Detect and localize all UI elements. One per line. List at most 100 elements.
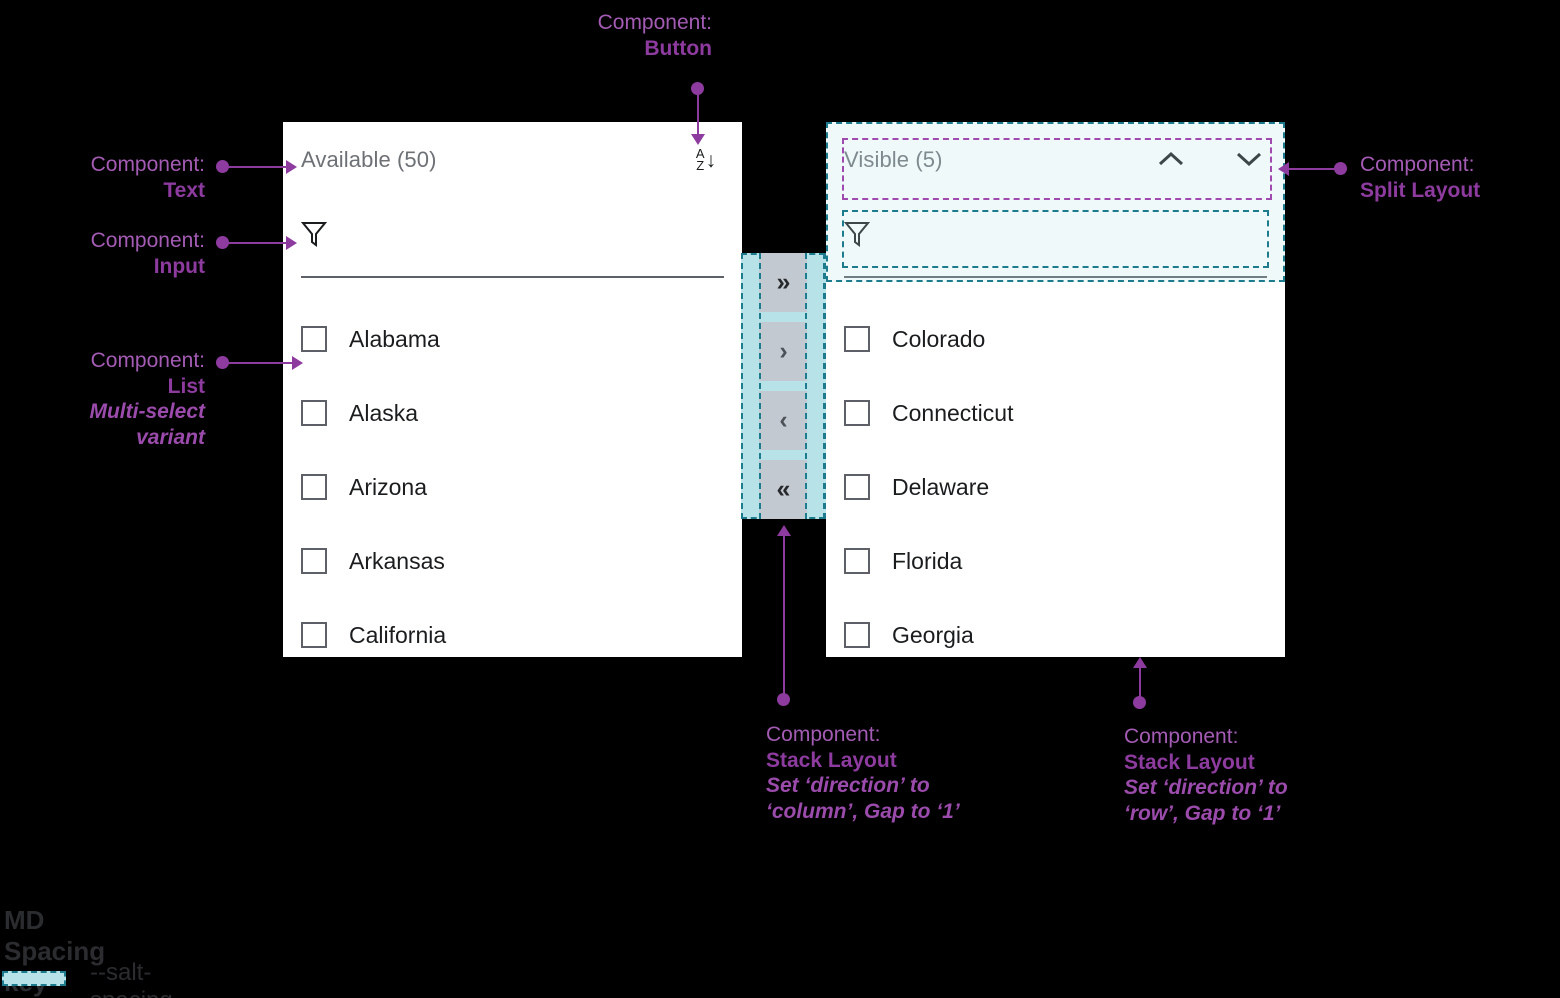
checkbox-unchecked-icon[interactable] <box>844 326 870 352</box>
chevron-up-icon <box>1156 149 1186 172</box>
annotation-stack-row-dot <box>1133 696 1146 709</box>
annotation-stack-col-line <box>783 536 785 696</box>
list-item-label: Arizona <box>349 473 427 500</box>
sort-az-icon: A Z ↓ <box>695 146 717 173</box>
list-item-label: Georgia <box>892 621 974 648</box>
annotation-stack-row-note2: ‘row’, Gap to ‘1’ <box>1124 801 1281 825</box>
annotation-text: Component: Text <box>0 152 205 203</box>
annotation-input-line <box>222 242 288 244</box>
annotation-split-layout: Component: Split Layout <box>1360 152 1560 203</box>
annotation-stack-col-note1: Set ‘direction’ to <box>766 774 930 798</box>
annotation-stack-col-dot <box>777 693 790 706</box>
list-item[interactable]: Connecticut <box>844 376 1267 450</box>
split-layout-outline <box>826 122 1285 282</box>
split-layout-header-outline <box>842 138 1272 200</box>
checkbox-unchecked-icon[interactable] <box>844 400 870 426</box>
spacing-key-swatch <box>2 971 66 986</box>
annotation-button-title: Button <box>644 36 712 60</box>
annotation-list-note2: variant <box>136 425 205 449</box>
checkbox-unchecked-icon[interactable] <box>301 326 327 352</box>
annotation-list-arrowhead <box>292 356 303 370</box>
visible-filter-underline <box>844 276 1267 278</box>
filter-funnel-icon <box>843 220 871 253</box>
checkbox-unchecked-icon[interactable] <box>844 548 870 574</box>
list-item[interactable]: Georgia <box>844 598 1267 672</box>
annotation-stack-row: Component: Stack Layout Set ‘direction’ … <box>1124 724 1454 826</box>
sort-az-button[interactable]: A Z ↓ <box>686 140 726 180</box>
annotation-button-line <box>697 88 699 140</box>
move-left-button[interactable]: ‹ <box>759 391 807 450</box>
annotation-input: Component: Input <box>0 228 205 279</box>
list-item-label: Alaska <box>349 399 419 426</box>
annotation-list-lead: Component: <box>90 349 205 372</box>
available-panel-title: Available (50) <box>301 147 437 172</box>
checkbox-unchecked-icon[interactable] <box>301 548 327 574</box>
visible-header-actions <box>1151 140 1269 180</box>
list-item[interactable]: Florida <box>844 524 1267 598</box>
visible-panel-title: Visible (5) <box>844 147 943 172</box>
list-item[interactable]: Delaware <box>844 450 1267 524</box>
annotation-stack-row-line <box>1139 668 1141 700</box>
checkbox-unchecked-icon[interactable] <box>301 474 327 500</box>
checkbox-unchecked-icon[interactable] <box>844 622 870 648</box>
annotation-list-title: List <box>167 374 205 398</box>
list-item[interactable]: Alaska <box>301 376 724 450</box>
sort-letter-bottom: Z <box>696 158 705 173</box>
move-all-right-button[interactable]: » <box>759 253 807 312</box>
sort-letter-top: A <box>695 146 705 161</box>
checkbox-unchecked-icon[interactable] <box>844 474 870 500</box>
checkbox-unchecked-icon[interactable] <box>301 400 327 426</box>
list-item[interactable]: Arizona <box>301 450 724 524</box>
annotation-list: Component: List Multi-select variant <box>0 348 205 450</box>
list-item[interactable]: Arkansas <box>301 524 724 598</box>
checkbox-unchecked-icon[interactable] <box>301 622 327 648</box>
annotation-split-lead: Component: <box>1360 153 1475 176</box>
annotation-button-arrowhead <box>691 134 705 145</box>
list-item[interactable]: Colorado <box>844 302 1267 376</box>
list-item-label: Delaware <box>892 473 990 500</box>
move-down-button[interactable] <box>1229 140 1269 180</box>
annotation-input-title: Input <box>153 254 205 278</box>
move-all-left-button[interactable]: « <box>759 460 807 519</box>
list-item[interactable]: California <box>301 598 724 672</box>
list-item-label: Alabama <box>349 325 440 352</box>
annotation-text-arrowhead <box>286 160 297 174</box>
list-item-label: Arkansas <box>349 547 445 574</box>
annotation-stack-row-arrowhead <box>1133 657 1147 668</box>
transfer-stack-dashed-edges <box>759 253 807 519</box>
annotation-button-lead: Component: <box>597 11 712 34</box>
available-header-actions: A Z ↓ <box>686 140 726 180</box>
list-item-label: Connecticut <box>892 399 1014 426</box>
list-item[interactable]: Alabama <box>301 302 724 376</box>
annotation-text-title: Text <box>163 178 205 202</box>
list-item-label: Colorado <box>892 325 986 352</box>
annotation-split-line <box>1288 168 1336 170</box>
annotation-text-lead: Component: <box>90 153 205 176</box>
spacing-key-token-label: --salt-spacing-100 <box>90 959 181 998</box>
move-up-button[interactable] <box>1151 140 1191 180</box>
annotation-stack-column: Component: Stack Layout Set ‘direction’ … <box>766 722 1086 824</box>
annotation-input-lead: Component: <box>90 229 205 252</box>
visible-filter-input[interactable] <box>843 212 1267 278</box>
annotation-stack-row-title: Stack Layout <box>1124 750 1255 774</box>
sort-arrow-down-icon: ↓ <box>705 148 717 172</box>
annotation-stack-col-arrowhead <box>777 525 791 536</box>
transfer-button-stack: » › ‹ « <box>759 253 807 519</box>
move-right-button[interactable]: › <box>759 322 807 381</box>
available-filter-input[interactable] <box>300 212 724 278</box>
annotation-stack-row-note1: Set ‘direction’ to <box>1124 776 1288 800</box>
annotation-stack-col-note2: ‘column’, Gap to ‘1’ <box>766 799 960 823</box>
visible-panel-header: Visible (5) <box>826 122 1285 198</box>
transfer-button-column: » › ‹ « <box>741 253 825 519</box>
spacing-band-dashed-edge <box>824 253 826 519</box>
available-panel: Available (50) A Z ↓ <box>283 122 742 657</box>
annotation-stack-col-title: Stack Layout <box>766 748 897 772</box>
annotation-button: Component: Button <box>452 10 712 61</box>
annotation-list-note1: Multi-select <box>89 400 205 424</box>
annotation-stack-col-lead: Component: <box>766 723 881 746</box>
annotation-split-dot <box>1334 162 1347 175</box>
annotation-split-arrowhead <box>1278 162 1289 176</box>
